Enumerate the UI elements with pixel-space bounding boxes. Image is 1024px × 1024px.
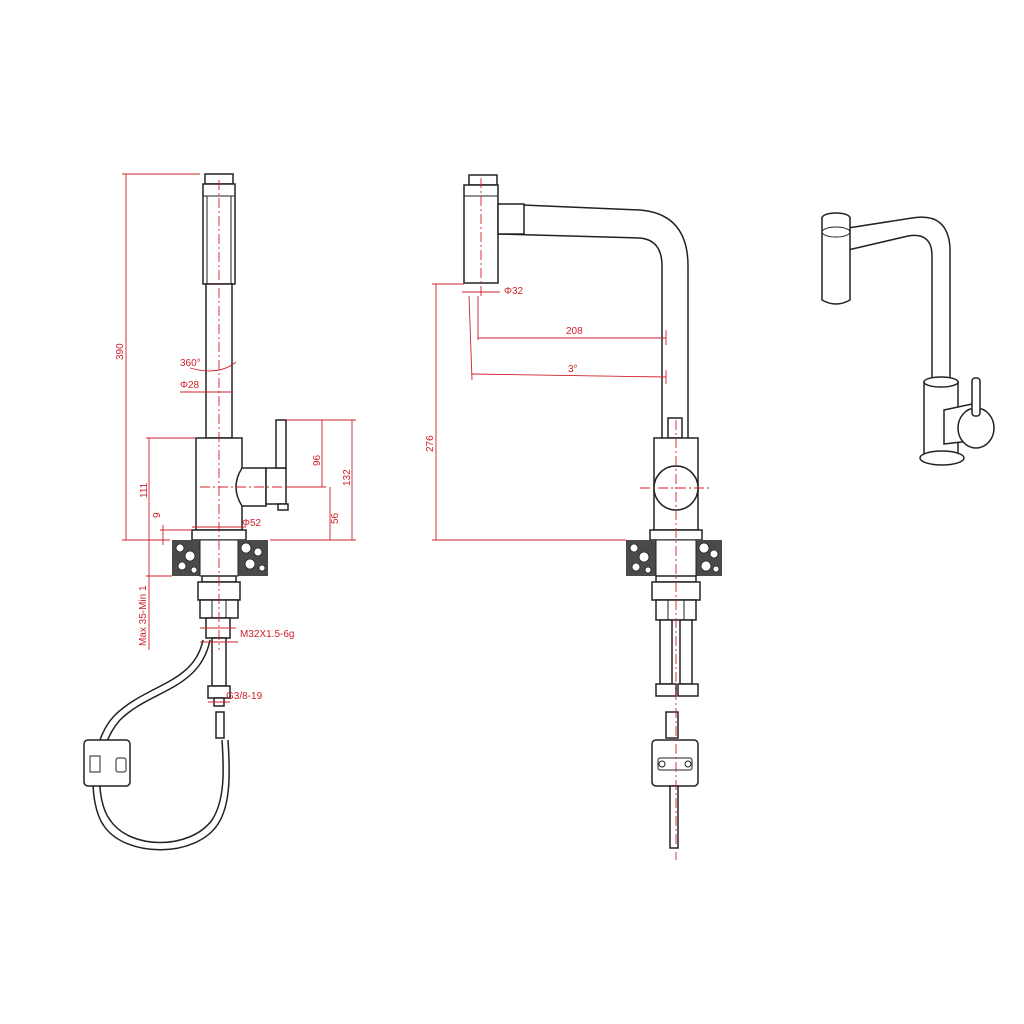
side-supply-hose (211, 637, 227, 687)
dim-276: 276 (425, 435, 436, 452)
side-counterweight (83, 739, 131, 787)
front-view: Φ32 208 3° 276 (425, 174, 722, 860)
dim-rotation: 360° (180, 358, 201, 369)
front-hose-tail (669, 785, 679, 849)
dim-thread: M32X1.5-6g (240, 629, 294, 640)
dim-head-diameter: Φ32 (504, 286, 524, 297)
dim-56: 56 (330, 512, 341, 524)
iso-spout-arm (847, 216, 951, 380)
perspective-view (821, 212, 995, 466)
front-head-cap (468, 174, 498, 186)
dim-angle: 3° (568, 364, 578, 375)
dim-390: 390 (115, 343, 126, 360)
dim-132: 132 (342, 469, 353, 486)
dim-96: 96 (312, 454, 323, 466)
iso-lever-handle (971, 377, 981, 417)
side-view: 390 360° Φ28 111 96 132 56 9 Φ52 (83, 173, 356, 851)
dim-inlet-thread: G3/8-19 (226, 691, 263, 702)
dim-111: 111 (139, 482, 150, 498)
iso-pullout-head (821, 218, 851, 305)
dim-9: 9 (152, 512, 163, 518)
side-lever-handle (275, 419, 287, 469)
dim-deck-thickness: Max 35-Min 1 (138, 585, 149, 646)
iso-base (919, 450, 965, 466)
side-lever-block (265, 467, 287, 505)
dim-reach: 208 (566, 326, 583, 337)
front-hose-right (679, 619, 693, 685)
dim-base-diameter: Φ52 (242, 518, 262, 529)
dim-spout-diameter: Φ28 (180, 380, 200, 391)
front-spout-arm (497, 203, 689, 438)
side-pullout-hose (99, 639, 224, 844)
front-hose-left (659, 619, 673, 685)
